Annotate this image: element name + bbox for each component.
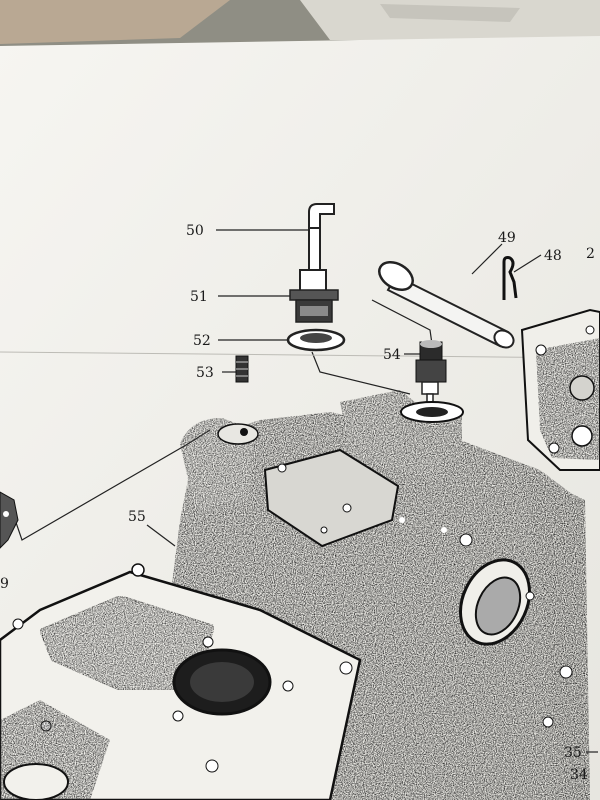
callout-34: 34 (570, 767, 588, 783)
callout-50: 50 (186, 223, 204, 239)
callout-52: 52 (193, 333, 211, 349)
callout-51: 51 (190, 289, 208, 305)
callout-54: 54 (383, 347, 401, 363)
callout-53: 53 (196, 365, 214, 381)
page-rule (0, 351, 600, 359)
right-flange-plate (520, 308, 600, 471)
callout-labels: 50 51 52 53 54 55 49 48 2 9 35 34 (0, 223, 595, 783)
part-52-washer (286, 328, 346, 352)
leader-49 (471, 243, 503, 275)
main-housing (170, 390, 590, 800)
leader-55 (146, 524, 176, 547)
callout-2: 2 (586, 246, 595, 262)
left-edge-part (0, 491, 19, 549)
callout-9: 9 (0, 576, 9, 592)
assembly-line-54 (371, 299, 433, 345)
callout-35: 35 (564, 745, 582, 761)
part-49-pin (378, 261, 515, 349)
callout-49: 49 (498, 230, 516, 246)
callout-55: 55 (128, 509, 146, 525)
part-53-plug (235, 355, 249, 383)
lower-gasket-plate (0, 563, 362, 800)
leader-48 (513, 254, 542, 273)
callout-48: 48 (544, 248, 562, 264)
assembly-line-52-54 (311, 351, 411, 395)
part-48-clip (502, 256, 518, 300)
part-51-fitting (289, 269, 339, 323)
